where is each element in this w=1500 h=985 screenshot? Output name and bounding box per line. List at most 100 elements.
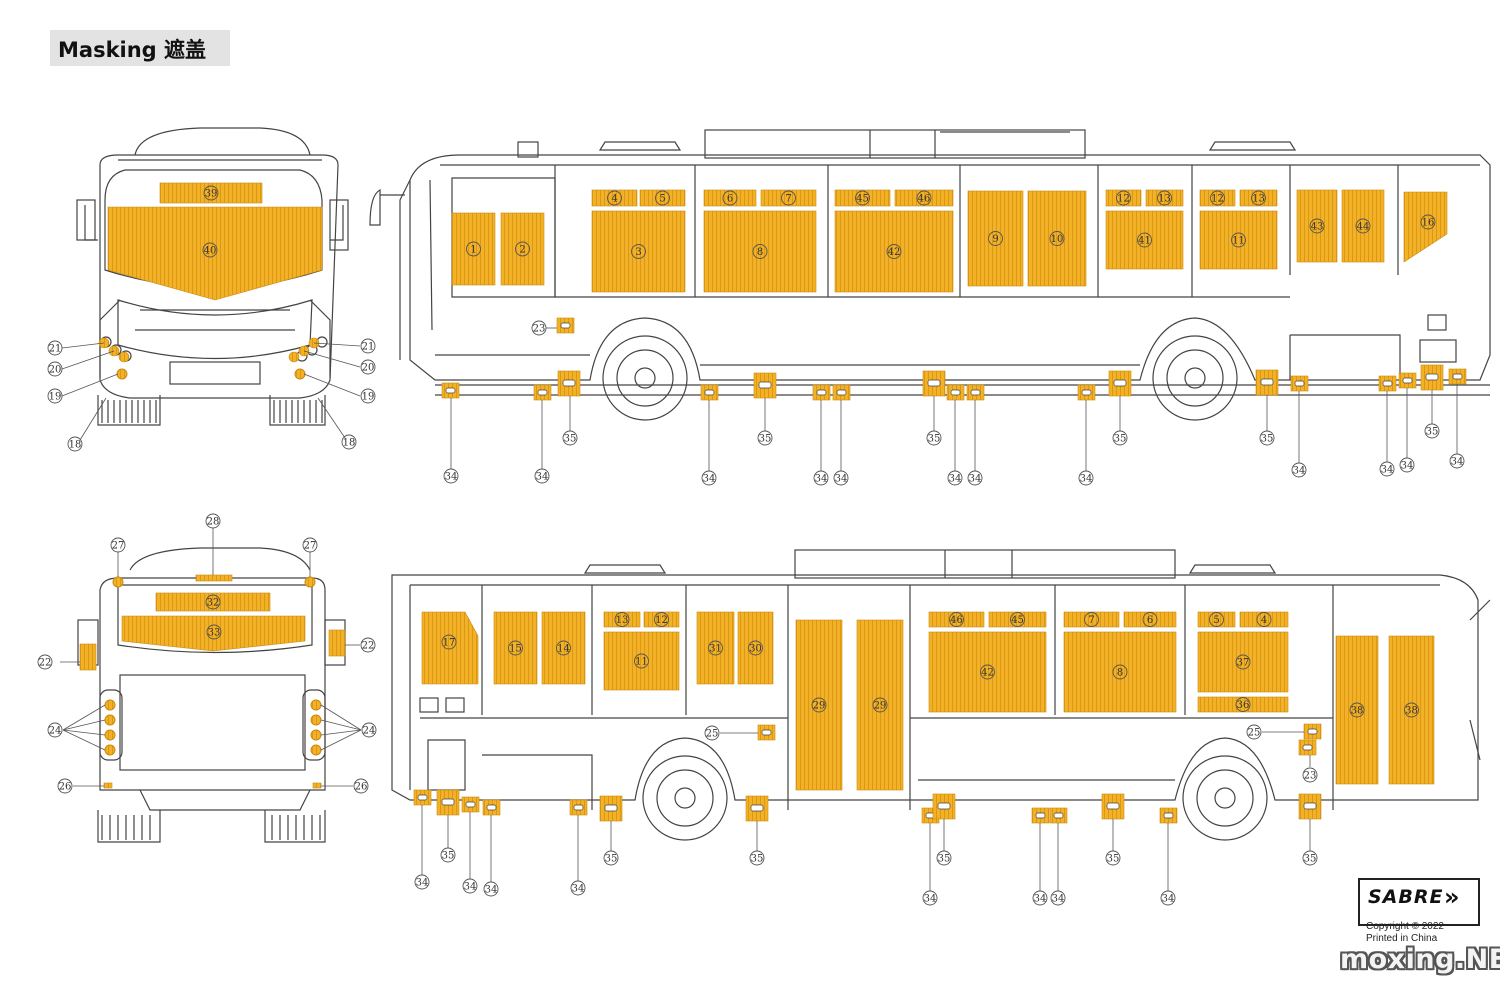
rear-marker-27-right [304,576,316,588]
svg-text:14: 14 [557,644,570,655]
side-left-marker-34-6-lens [1053,812,1064,819]
side-left-mask-8 [1063,631,1177,713]
leader-rear-24-right-0 [320,704,362,731]
side-left-marker-35-lens-5 [1303,802,1317,810]
svg-text:12: 12 [1117,194,1130,205]
side-right-mask-5 [639,189,686,207]
side-left-mask-12-label: 12 [654,612,669,627]
side-right-marker-34-2-lens [704,389,715,396]
svg-text:39: 39 [205,189,218,200]
side-left-mask-5 [1197,611,1236,628]
svg-text:6: 6 [727,194,733,205]
leader-front-21-left [61,342,105,349]
svg-text:3: 3 [635,247,641,258]
side-left-marker-34-5-lens [1035,812,1046,819]
svg-text:34: 34 [703,474,716,485]
svg-text:24: 24 [49,726,62,737]
side-left-mask-31 [696,611,735,685]
side-left-mask-17-label: 17 [441,634,457,650]
front-mask-39-label: 39 [203,185,219,201]
side-left-marker-35-lens-2 [750,804,764,812]
leader-rear-24-right-2 [320,729,362,736]
svg-text:12: 12 [1211,194,1224,205]
rear-label-22-left: 22 [37,654,53,670]
svg-text:35: 35 [938,854,951,865]
side-right-mask-2-label: 2 [515,241,530,257]
svg-text:23: 23 [1304,771,1317,782]
side-left-mask-36 [1197,696,1289,713]
leader-front-18-right [317,397,346,439]
rear-label-27-left: 27 [110,537,126,553]
side-left-label-35-4: 35 [1105,850,1121,866]
side-right-mask-13a [1145,189,1184,207]
side-right-marker-34-8-lens [1294,380,1305,387]
side-right-marker-35-lens-5 [1425,373,1439,381]
svg-text:34: 34 [1080,474,1093,485]
rear-mirror-mask-22-right [328,629,346,657]
side-right-mask-2 [500,212,545,286]
side-right-mask-12a [1105,189,1142,207]
rear-label-24-left: 24 [47,722,63,738]
side-left-label-23: 23 [1302,767,1318,783]
side-left-marker-34-7-lens [1163,812,1174,819]
rear-mask-32 [155,592,271,612]
svg-text:34: 34 [1052,894,1065,905]
svg-text:6: 6 [1147,615,1153,626]
svg-text:35: 35 [1426,427,1439,438]
side-right-label-23: 23 [531,320,547,336]
rear-label-24-right: 24 [361,722,377,738]
side-right-mask-1 [451,212,496,286]
svg-text:34: 34 [1381,465,1394,476]
side-left-mask-4 [1239,611,1289,628]
side-left-lamp-25b-lens [1307,728,1318,735]
side-right-marker-35-lens-3 [1113,379,1127,387]
svg-text:41: 41 [1138,236,1151,247]
svg-text:25: 25 [706,729,719,740]
front-fog-mask-left [116,368,128,380]
side-right-label-35-2: 35 [926,430,942,446]
rear-mask-33-label: 33 [206,624,222,640]
side-right-mask-11 [1199,210,1278,270]
svg-text:10: 10 [1051,234,1064,245]
side-left-mask-11-label: 11 [634,653,649,669]
rear-reflector-26-right [312,782,322,789]
svg-text:42: 42 [888,247,901,258]
rear-lamp-24-right-0 [310,699,322,711]
side-left-label-34-3: 34 [570,880,586,896]
side-right-marker-34-5-lens [950,389,961,396]
side-left-mask-4-label: 4 [1256,612,1272,627]
side-left-mask-45-label: 45 [1010,612,1025,627]
svg-text:35: 35 [605,854,618,865]
side-right-label-34-9: 34 [1379,461,1395,477]
side-left-mask-36-label: 36 [1235,697,1251,712]
leader-rear-24-left-2 [62,729,106,736]
svg-text:21: 21 [362,342,375,353]
page-title: Masking 遮盖 [58,38,207,62]
side-right-label-34-7: 34 [1078,470,1094,486]
side-left-label-25b: 25 [1246,724,1262,740]
side-right-mask-4 [591,189,638,207]
side-right-mask-6-label: 6 [722,190,738,206]
side-left-lamp-25a-lens [761,729,772,736]
svg-text:27: 27 [304,541,317,552]
leader-front-20-left [61,350,115,370]
side-right-marker-34-0-lens [445,387,456,394]
side-right-mask-43-label: 43 [1309,218,1325,234]
svg-text:5: 5 [659,194,665,205]
side-right-mask-41 [1105,210,1184,270]
side-right-marker-34-6-lens [970,389,981,396]
front-view [76,127,349,426]
side-right-marker-35-lens-4 [1260,378,1274,386]
front-label-20-left: 20 [47,361,63,377]
svg-text:13: 13 [1158,194,1171,205]
svg-text:34: 34 [924,894,937,905]
side-left-mask-31-label: 31 [708,640,723,656]
rear-lamp-24-left-2 [104,729,116,741]
svg-text:34: 34 [536,472,549,483]
svg-text:34: 34 [1451,457,1464,468]
side-right-marker-34-4-lens [836,389,847,396]
side-right-mask-3-label: 3 [631,244,646,259]
svg-text:34: 34 [949,474,962,485]
front-label-21-right: 21 [360,338,376,354]
side-right-mask-13b [1239,189,1278,207]
